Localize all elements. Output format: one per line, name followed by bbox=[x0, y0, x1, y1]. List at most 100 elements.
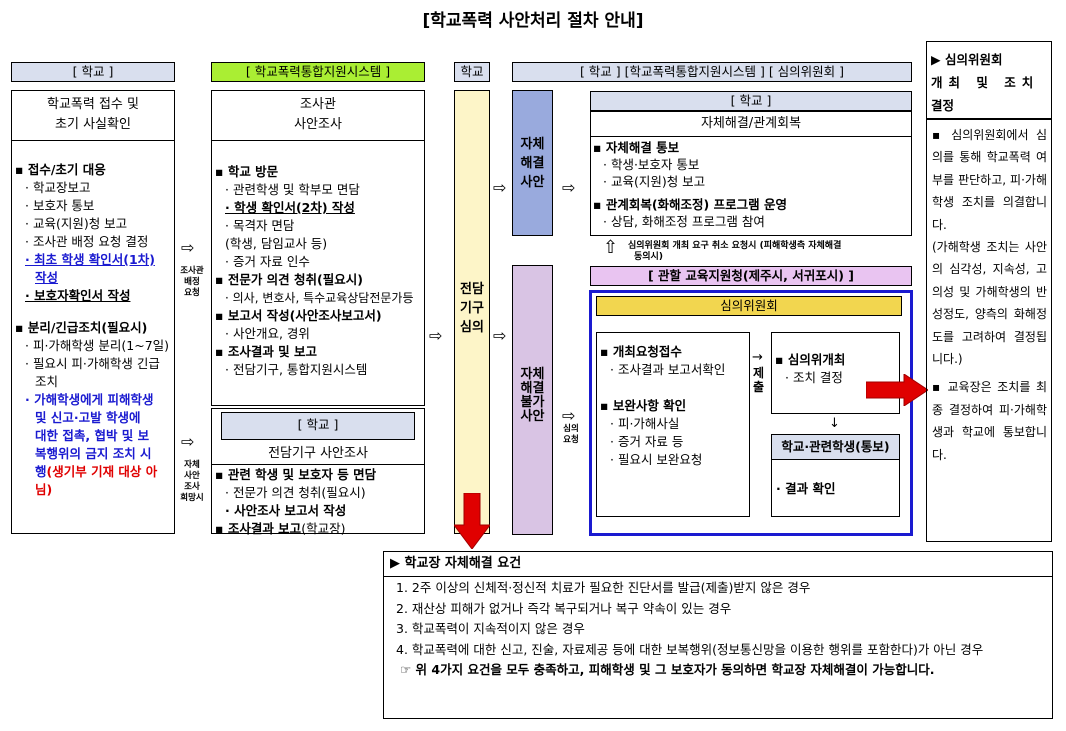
arrow-right-icon: ⇨ bbox=[562, 178, 576, 197]
red-down-arrow-icon bbox=[454, 493, 490, 549]
supplement-item: · 필요시 보완요청 bbox=[610, 452, 703, 467]
col5-paragraph: (가해학생 조치는 사안의 심각성, 지속성, 고의성 및 가해학생의 반성정도… bbox=[932, 240, 1047, 367]
request-label: 심의 요청 bbox=[563, 424, 579, 445]
col1-blue-item: 및 신고·고발 학생에 bbox=[35, 410, 141, 425]
cancel-note: 심의위원회 개최 요구 취소 요청시 (피해학생측 자체해결 bbox=[628, 241, 842, 251]
arrow-right-icon: ⇨ bbox=[493, 178, 507, 197]
col2-content: ▪ 학교 방문 · 관련학생 및 학부모 면담 · 학생 확인서(2차) 작성 … bbox=[212, 141, 424, 379]
col1-blue-tail: 행 bbox=[35, 464, 47, 479]
col5-header: ▶ 심의위원회 개최 및 조치 결정 bbox=[926, 41, 1052, 119]
col1-item: · 조사관 배정 요청 결정 bbox=[25, 234, 149, 249]
request-content: ▪ 개최요청접수 · 조사결과 보고서확인 ▪ 보완사항 확인 · 피·가해사실… bbox=[597, 333, 749, 469]
col2-sub-header: [ 학교 ] bbox=[221, 412, 415, 440]
office-label: [ 관할 교육지원청(제주시, 서귀포시) ] bbox=[590, 266, 912, 286]
school-header: [ 학교 ] bbox=[590, 91, 912, 111]
col1-blue-item: · 가해학생에게 피해학생 bbox=[25, 392, 154, 407]
col2-sec1-head: ▪ 학교 방문 bbox=[215, 164, 279, 179]
col3-header: 학교 bbox=[454, 62, 490, 82]
label-investigator-request: 조사관 배정 요청 bbox=[180, 266, 204, 298]
meeting-item: · 조치 결정 bbox=[785, 370, 843, 385]
school-item: · 교육(지원)청 보고 bbox=[603, 174, 706, 189]
col1-title-line2: 초기 사실확인 bbox=[55, 117, 131, 132]
col1-item: · 보호자 통보 bbox=[25, 198, 95, 213]
requirement-item: 3. 학교폭력이 지속적이지 않은 경우 bbox=[396, 621, 585, 636]
col1-item: · 학교장보고 bbox=[25, 180, 91, 195]
requirements-list: 1. 2주 이상의 신체적·정신적 치료가 필요한 진단서를 발급(제출)받지 … bbox=[384, 577, 1052, 681]
arrow-right-icon: ⇨ bbox=[493, 326, 507, 345]
notify-item: · 결과 확인 bbox=[776, 481, 836, 496]
col1-box: 학교폭력 접수 및 초기 사실확인 ▪ 접수/초기 대응 · 학교장보고 · 보… bbox=[11, 90, 175, 534]
school-item: · 상담, 화해조정 프로그램 참여 bbox=[603, 214, 765, 229]
meeting-head: ▪ 심의위개최 bbox=[775, 352, 846, 367]
not-self-label: 자체 해결 불가 사안 bbox=[520, 367, 545, 424]
col1-title: 학교폭력 접수 및 초기 사실확인 bbox=[12, 91, 174, 141]
school-content: ▪ 자체해결 통보 · 학생·보호자 통보 · 교육(지원)청 보고 ▪ 관계회… bbox=[591, 137, 911, 230]
col2-box: 조사관 사안조사 ▪ 학교 방문 · 관련학생 및 학부모 면담 · 학생 확인… bbox=[211, 90, 425, 406]
col1-item: · 피·가해학생 분리(1~7일) bbox=[25, 338, 170, 353]
self-resolution-label: 자체 해결 사안 bbox=[520, 137, 545, 190]
col5-paragraph: ▪ 심의위원회에서 심의를 통해 학교폭력 여부를 판단하고, 피·가해학생 조… bbox=[932, 128, 1047, 232]
col1-red-note: (생기부 기재 대상 아 bbox=[46, 464, 158, 479]
col5-body: ▪ 심의위원회에서 심의를 통해 학교폭력 여부를 판단하고, 피·가해학생 조… bbox=[926, 119, 1052, 542]
arrow-right-icon: ⇨ bbox=[181, 238, 195, 257]
col5-header-text: ▶ 심의위원회 개최 및 조치 결정 bbox=[927, 42, 1051, 117]
col1-sec2-head: ▪ 분리/긴급조치(필요시) bbox=[15, 320, 148, 335]
meeting-box: ▪ 심의위개최 · 조치 결정 bbox=[771, 332, 900, 414]
col1-blue-item: 대한 접촉, 협박 및 보 bbox=[35, 428, 150, 443]
supplement-item: · 피·가해사실 bbox=[610, 416, 680, 431]
request-box: ▪ 개최요청접수 · 조사결과 보고서확인 ▪ 보완사항 확인 · 피·가해사실… bbox=[596, 332, 750, 517]
arrow-down-icon: ↓ bbox=[829, 416, 840, 431]
col1-item: 조치 bbox=[35, 374, 59, 389]
col2-item: · 사안개요, 경위 bbox=[225, 326, 310, 341]
col2-title-line2: 사안조사 bbox=[294, 117, 342, 132]
col2-sec3-head: ▪ 보고서 작성(사안조사보고서) bbox=[215, 308, 382, 323]
self-resolution-box bbox=[512, 90, 553, 236]
col2-sec4-head: ▪ 조사결과 및 보고 bbox=[215, 344, 318, 359]
requirements-note: ☞ 위 4가지 요건을 모두 충족하고, 피해학생 및 그 보호자가 동의하면 … bbox=[400, 662, 935, 677]
requirement-item: 1. 2주 이상의 신체적·정신적 치료가 필요한 진단서를 발급(제출)받지 … bbox=[396, 580, 811, 595]
requirement-item: 4. 학교폭력에 대한 신고, 진술, 자료제공 등에 대한 보복행위(정보통신… bbox=[396, 641, 984, 657]
school-s1-head: ▪ 자체해결 통보 bbox=[593, 140, 680, 155]
col1-sec1-head: ▪ 접수/초기 대응 bbox=[15, 162, 106, 177]
col1-blue-item: · 최초 학생 확인서(1차) bbox=[25, 252, 155, 267]
school-item: · 학생·보호자 통보 bbox=[603, 157, 700, 172]
col5-header-line: ▶ 심의위원회 bbox=[931, 52, 1003, 67]
school-box: 자체해결/관계회복 ▪ 자체해결 통보 · 학생·보호자 통보 · 교육(지원)… bbox=[590, 111, 912, 236]
requirements-title: ▶ 학교장 자체해결 요건 bbox=[384, 552, 1052, 577]
col1-header: [ 학교 ] bbox=[11, 62, 175, 82]
arrow-right-icon: → bbox=[752, 350, 763, 365]
requirements-box: ▶ 학교장 자체해결 요건 1. 2주 이상의 신체적·정신적 치료가 필요한 … bbox=[383, 551, 1053, 719]
arrow-right-icon: ⇨ bbox=[429, 326, 443, 345]
not-self-box bbox=[512, 265, 553, 535]
col3-box bbox=[454, 90, 490, 534]
col2-sec2-head: ▪ 전문가 의견 청취(필요시) bbox=[215, 272, 363, 287]
col2-sub-item: ▪ 조사결과 보고 bbox=[215, 521, 302, 536]
col1-item: · 필요시 피·가해학생 긴급 bbox=[25, 356, 160, 371]
col1-item: · 교육(지원)청 보고 bbox=[25, 216, 128, 231]
committee-title: 심의위원회 bbox=[596, 296, 902, 316]
col2-sub-item: · 사안조사 보고서 작성 bbox=[225, 503, 347, 518]
col2-sub-box: [ 학교 ] 전담기구 사안조사 ▪ 관련 학생 및 보호자 등 면담 · 전문… bbox=[211, 408, 425, 536]
col2-item: (학생, 담임교사 등) bbox=[225, 236, 328, 251]
col2-item: · 목격자 면담 bbox=[225, 218, 295, 233]
request-item: · 조사결과 보고서확인 bbox=[610, 362, 726, 377]
arrow-right-icon: ⇨ bbox=[181, 432, 195, 451]
col5-paragraph: ▪ 교육장은 조치를 최종 결정하여 피·가해학생과 학교에 통보합니다. bbox=[932, 380, 1047, 462]
request-head: ▪ 개최요청접수 bbox=[600, 344, 682, 359]
notify-box: 학교·관련학생(통보) · 결과 확인 bbox=[771, 434, 900, 517]
col2-sub-item-tail: (학교장) bbox=[301, 521, 346, 536]
school-s2-head: ▪ 관계회복(화해조정) 프로그램 운영 bbox=[593, 197, 787, 212]
col2-item: · 전담기구, 통합지원시스템 bbox=[225, 362, 368, 377]
col1-red-note-cont: 님) bbox=[35, 482, 53, 497]
col2-title-line1: 조사관 bbox=[300, 97, 336, 112]
col1-content: ▪ 접수/초기 대응 · 학교장보고 · 보호자 통보 · 교육(지원)청 보고… bbox=[12, 141, 174, 499]
col4-header: [ 학교 ] [학교폭력통합지원시스템 ] [ 심의위원회 ] bbox=[512, 62, 912, 82]
col2-bold-item: · 학생 확인서(2차) 작성 bbox=[225, 200, 355, 215]
label-self-investigation: 자체 사안 조사 희망시 bbox=[180, 460, 204, 503]
supplement-item: · 증거 자료 등 bbox=[610, 434, 684, 449]
col2-sub-item: ▪ 관련 학생 및 보호자 등 면담 bbox=[215, 467, 377, 482]
col3-label: 전담 기구 심의 bbox=[460, 282, 484, 335]
meeting-content: ▪ 심의위개최 · 조치 결정 bbox=[772, 333, 899, 387]
col5-content: ▪ 심의위원회에서 심의를 통해 학교폭력 여부를 판단하고, 피·가해학생 조… bbox=[927, 120, 1051, 466]
page-title: [학교폭력 사안처리 절차 안내] bbox=[422, 11, 644, 31]
